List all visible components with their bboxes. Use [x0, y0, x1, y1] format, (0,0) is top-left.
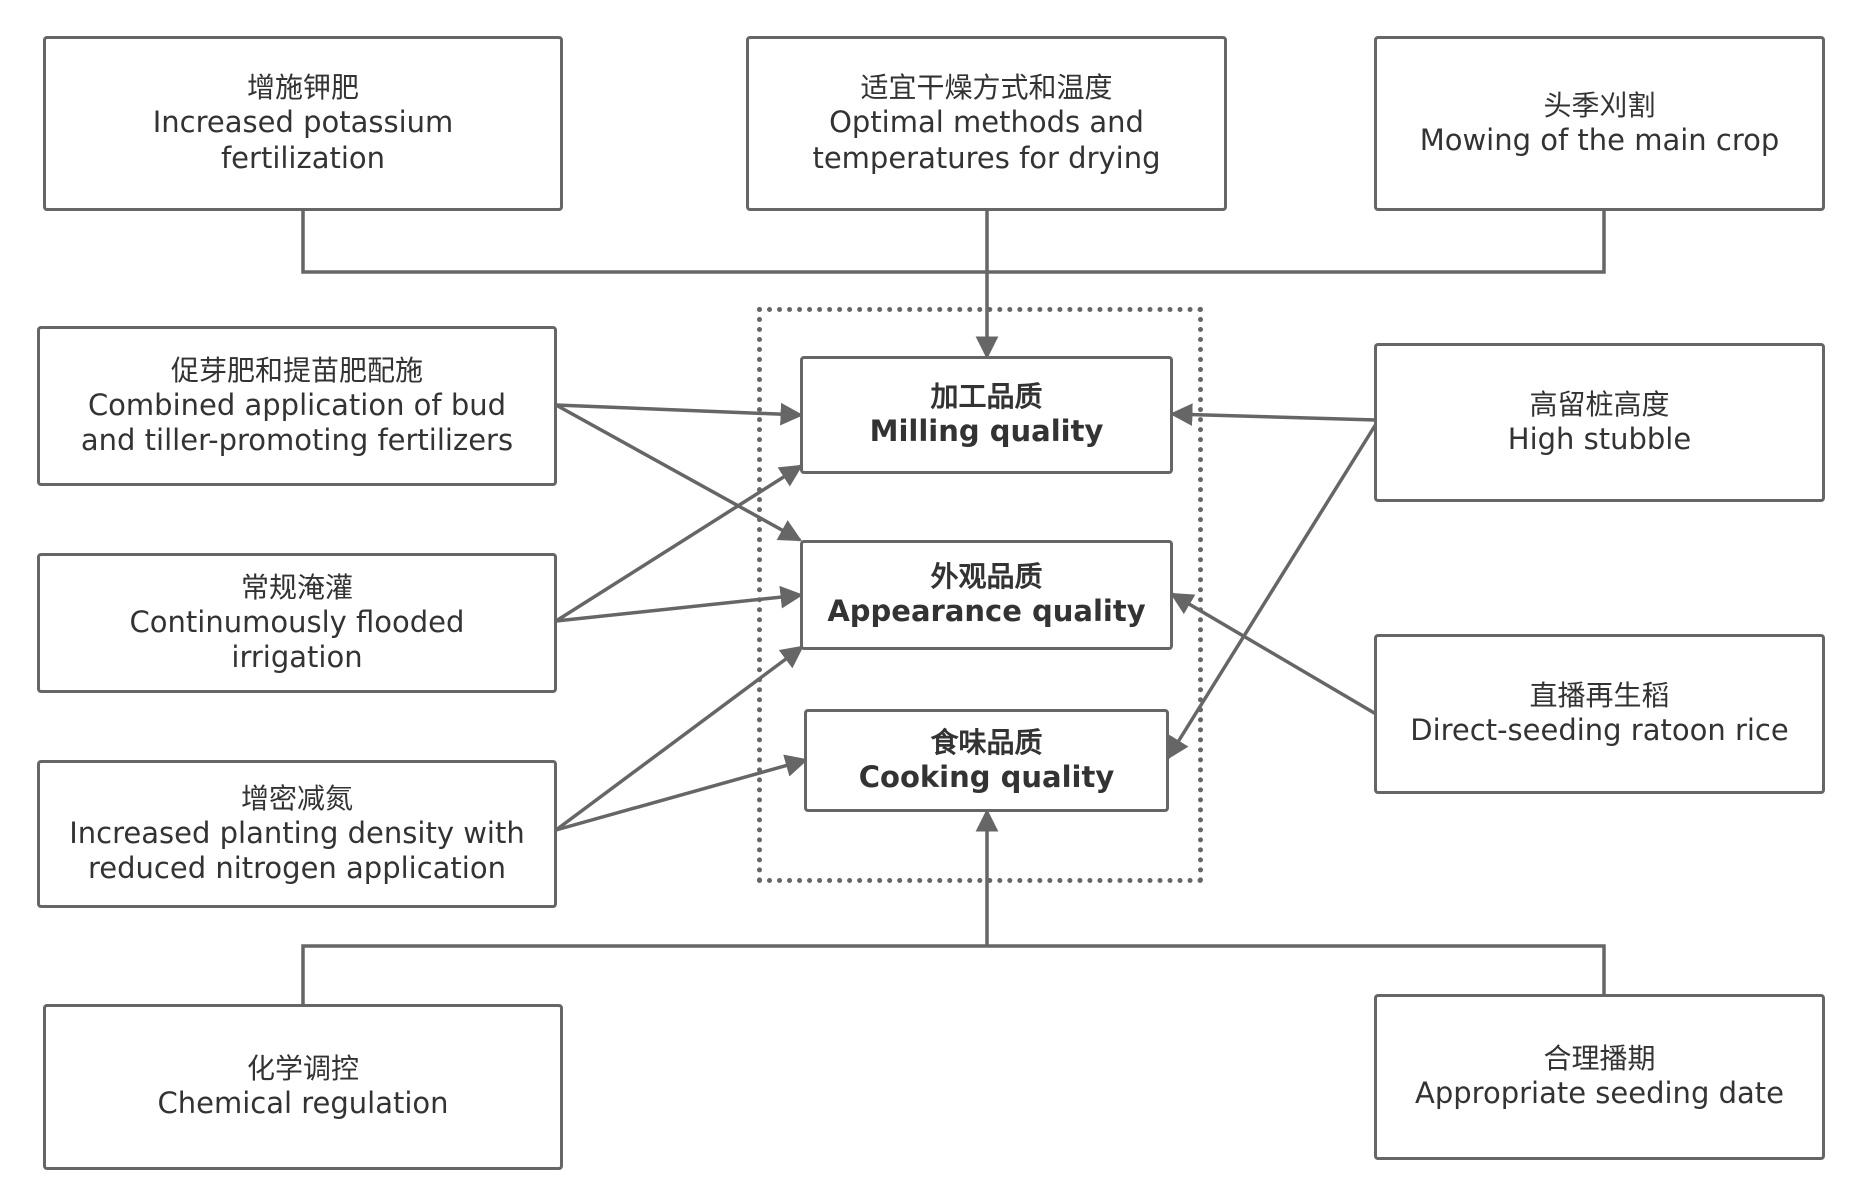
node-label-zh: 促芽肥和提苗肥配施 — [170, 353, 423, 387]
node-label-en: Cooking quality — [858, 759, 1115, 794]
node-appearance-quality[interactable]: 外观品质 Appearance quality — [800, 540, 1173, 650]
node-label-zh: 食味品质 — [930, 725, 1043, 759]
node-label-zh: 常规淹灌 — [240, 570, 353, 604]
node-label-en: Increased potassium fertilization — [152, 105, 454, 175]
node-label-zh: 合理播期 — [1543, 1042, 1656, 1076]
node-density-nitrogen[interactable]: 增密减氮 Increased planting density with red… — [37, 760, 557, 908]
node-milling-quality[interactable]: 加工品质 Milling quality — [800, 356, 1173, 474]
node-label-en: Chemical regulation — [157, 1086, 449, 1121]
node-label-zh: 化学调控 — [246, 1052, 359, 1086]
node-mowing-main-crop[interactable]: 头季刈割 Mowing of the main crop — [1374, 36, 1825, 211]
node-label-en: Milling quality — [869, 414, 1104, 449]
edge-stubble-to-milling — [1169, 403, 1377, 426]
node-label-en: Direct-seeding ratoon rice — [1410, 713, 1789, 748]
node-label-zh: 加工品质 — [930, 380, 1043, 414]
edge-top-bracket — [301, 211, 1606, 274]
node-label-en: High stubble — [1507, 421, 1692, 456]
node-seeding-date[interactable]: 合理播期 Appropriate seeding date — [1374, 994, 1825, 1160]
node-label-zh: 直播再生稻 — [1529, 679, 1670, 713]
node-direct-seeding-ratoon[interactable]: 直播再生稻 Direct-seeding ratoon rice — [1374, 634, 1825, 794]
edge-density-to-cooking — [555, 754, 809, 832]
node-high-stubble[interactable]: 高留桩高度 High stubble — [1374, 343, 1825, 502]
node-label-en: Continumously flooded irrigation — [129, 604, 465, 675]
node-label-zh: 高留桩高度 — [1529, 387, 1670, 421]
node-label-en: Increased planting density with reduced … — [69, 815, 525, 886]
quality-group-box — [757, 307, 1203, 883]
node-label-zh: 外观品质 — [930, 560, 1043, 594]
node-potassium-fertilization[interactable]: 增施钾肥 Increased potassium fertilization — [43, 36, 563, 211]
edge-direct-seeding-to-appearance — [1170, 592, 1377, 716]
node-label-en: Mowing of the main crop — [1419, 122, 1780, 157]
node-cooking-quality[interactable]: 食味品质 Cooking quality — [804, 709, 1169, 812]
node-bud-tiller-fertilizers[interactable]: 促芽肥和提苗肥配施 Combined application of bud an… — [37, 326, 557, 486]
node-drying-methods[interactable]: 适宜干燥方式和温度 Optimal methods and temperatur… — [746, 36, 1227, 211]
node-label-zh: 增密减氮 — [240, 781, 353, 815]
node-label-en: Appearance quality — [827, 594, 1146, 629]
node-label-zh: 头季刈割 — [1543, 88, 1656, 122]
node-chemical-regulation[interactable]: 化学调控 Chemical regulation — [43, 1004, 563, 1170]
node-label-zh: 增施钾肥 — [246, 71, 359, 105]
node-label-en: Combined application of bud and tiller-p… — [80, 387, 514, 458]
node-label-en: Optimal methods and temperatures for dry… — [812, 105, 1161, 175]
edge-bottom-bracket — [301, 944, 1606, 1004]
node-label-en: Appropriate seeding date — [1415, 1076, 1784, 1111]
node-label-zh: 适宜干燥方式和温度 — [860, 71, 1113, 105]
node-flooded-irrigation[interactable]: 常规淹灌 Continumously flooded irrigation — [37, 553, 557, 693]
